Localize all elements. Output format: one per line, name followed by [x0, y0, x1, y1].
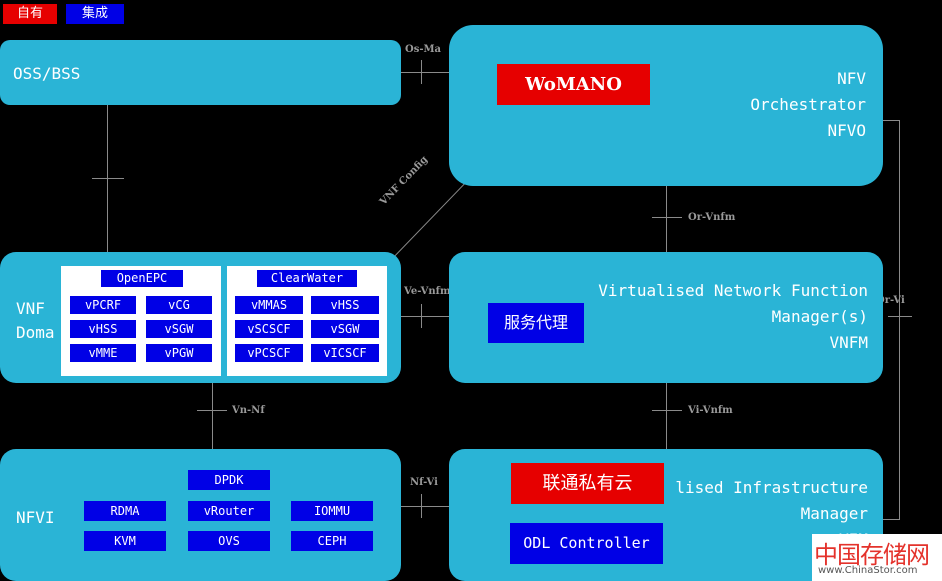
openepc-vhss: vHSS	[70, 320, 136, 338]
legend-own: 自有	[3, 4, 57, 24]
vim-box: lised Infrastructure Manager VIM 联通私有云 O…	[449, 449, 883, 581]
clearwater-panel: ClearWater vMMAS vHSS vSCSCF vSGW vPCSCF…	[227, 266, 387, 376]
or-vnfm-line	[666, 186, 667, 254]
nfvi-vrouter: vRouter	[188, 501, 270, 521]
clearwater-vhss: vHSS	[311, 296, 379, 314]
ve-vnfm-label: Ve-Vnfm	[404, 286, 451, 297]
legend-integrated: 集成	[66, 4, 124, 24]
or-vi-top	[880, 120, 900, 121]
openepc-vcg: vCG	[146, 296, 212, 314]
nfvi-iommu: IOMMU	[291, 501, 373, 521]
clearwater-vpcscf: vPCSCF	[235, 344, 303, 362]
vim-title: lised Infrastructure Manager VIM	[675, 475, 868, 553]
oss-vnf-line	[107, 104, 108, 254]
nfvi-kvm: KVM	[84, 531, 166, 551]
clearwater-vmmas: vMMAS	[235, 296, 303, 314]
openepc-vpcrf: vPCRF	[70, 296, 136, 314]
watermark-logo: 中国存储网 www.ChinaStor.com	[812, 534, 942, 581]
openepc-vsgw: vSGW	[146, 320, 212, 338]
vi-vnfm-line	[666, 382, 667, 452]
vi-vnfm-label: Vi-Vnfm	[688, 405, 733, 416]
clearwater-vscscf: vSCSCF	[235, 320, 303, 338]
clearwater-title: ClearWater	[257, 270, 357, 287]
clearwater-vicscf: vICSCF	[311, 344, 379, 362]
oss-bss-label: OSS/BSS	[13, 64, 81, 83]
nfvo-line3: NFVO	[827, 121, 866, 140]
watermark-text: 中国存储网	[814, 541, 930, 569]
nf-vi-label: Nf-Vi	[410, 477, 438, 488]
oss-bss-box: OSS/BSS	[0, 40, 401, 105]
vnf-config-label: VNF Config	[378, 154, 431, 208]
vnf-domain-line1: VNF	[16, 299, 45, 318]
vnfm-line1: Virtualised Network Function	[598, 281, 868, 300]
vn-nf-label: Vn-Nf	[232, 405, 265, 416]
nf-vi-line	[400, 506, 452, 507]
nfvo-box: WoMANO NFV Orchestrator NFVO	[449, 25, 883, 186]
vnfm-line2: Manager(s)	[771, 307, 868, 326]
womano-label: WoMANO	[497, 64, 650, 105]
openepc-panel: OpenEPC vPCRF vCG vHSS vSGW vMME vPGW	[61, 266, 221, 376]
or-vi-tick	[888, 316, 912, 317]
vim-line1: lised Infrastructure	[675, 478, 868, 497]
clearwater-vsgw: vSGW	[311, 320, 379, 338]
vnf-domain-line2: Doma	[16, 323, 55, 342]
womano-text: WoMANO	[525, 74, 622, 95]
nfvi-ovs: OVS	[188, 531, 270, 551]
vnfm-title: Virtualised Network Function Manager(s) …	[598, 278, 868, 356]
ve-vnfm-line	[400, 316, 452, 317]
legend-integrated-label: 集成	[81, 6, 108, 21]
odl-controller-label: ODL Controller	[510, 523, 663, 564]
ve-vnfm-tick	[421, 304, 422, 328]
vnfm-box: 服务代理 Virtualised Network Function Manage…	[449, 252, 883, 383]
or-vi-label: Or-Vi	[876, 295, 905, 306]
or-vnfm-label: Or-Vnfm	[688, 212, 736, 223]
openepc-vpgw: vPGW	[146, 344, 212, 362]
nfvi-rdma: RDMA	[84, 501, 166, 521]
watermark-url: www.ChinaStor.com	[818, 565, 918, 576]
vnf-domain-label: VNF Doma	[16, 297, 55, 345]
vn-nf-tick	[197, 410, 227, 411]
or-vnfm-tick	[652, 217, 682, 218]
nfvo-title: NFV Orchestrator NFVO	[750, 66, 866, 144]
os-ma-line	[400, 72, 452, 73]
oss-vnf-tick	[92, 178, 124, 179]
nfvo-line1: NFV	[837, 69, 866, 88]
nfvi-ceph: CEPH	[291, 531, 373, 551]
vn-nf-line	[212, 382, 213, 452]
openepc-vmme: vMME	[70, 344, 136, 362]
or-vi-vertical	[899, 120, 900, 520]
service-proxy-label: 服务代理	[488, 303, 584, 343]
nfvi-box: NFVI DPDK RDMA vRouter IOMMU KVM OVS CEP…	[0, 449, 401, 581]
vi-vnfm-tick	[652, 410, 682, 411]
nf-vi-tick	[421, 494, 422, 518]
vim-line2: Manager	[800, 504, 868, 523]
vnf-domain-box: VNF Doma OpenEPC vPCRF vCG vHSS vSGW vMM…	[0, 252, 401, 383]
nfvi-label: NFVI	[16, 508, 55, 527]
vnfm-line3: VNFM	[829, 333, 868, 352]
openepc-title: OpenEPC	[101, 270, 183, 287]
nfvo-line2: Orchestrator	[750, 95, 866, 114]
nfvi-dpdk: DPDK	[188, 470, 270, 490]
unicom-cloud-label: 联通私有云	[511, 463, 664, 504]
os-ma-tick	[421, 60, 422, 84]
or-vi-bottom	[880, 519, 900, 520]
os-ma-label: Os-Ma	[405, 44, 442, 55]
legend-own-label: 自有	[16, 6, 43, 21]
